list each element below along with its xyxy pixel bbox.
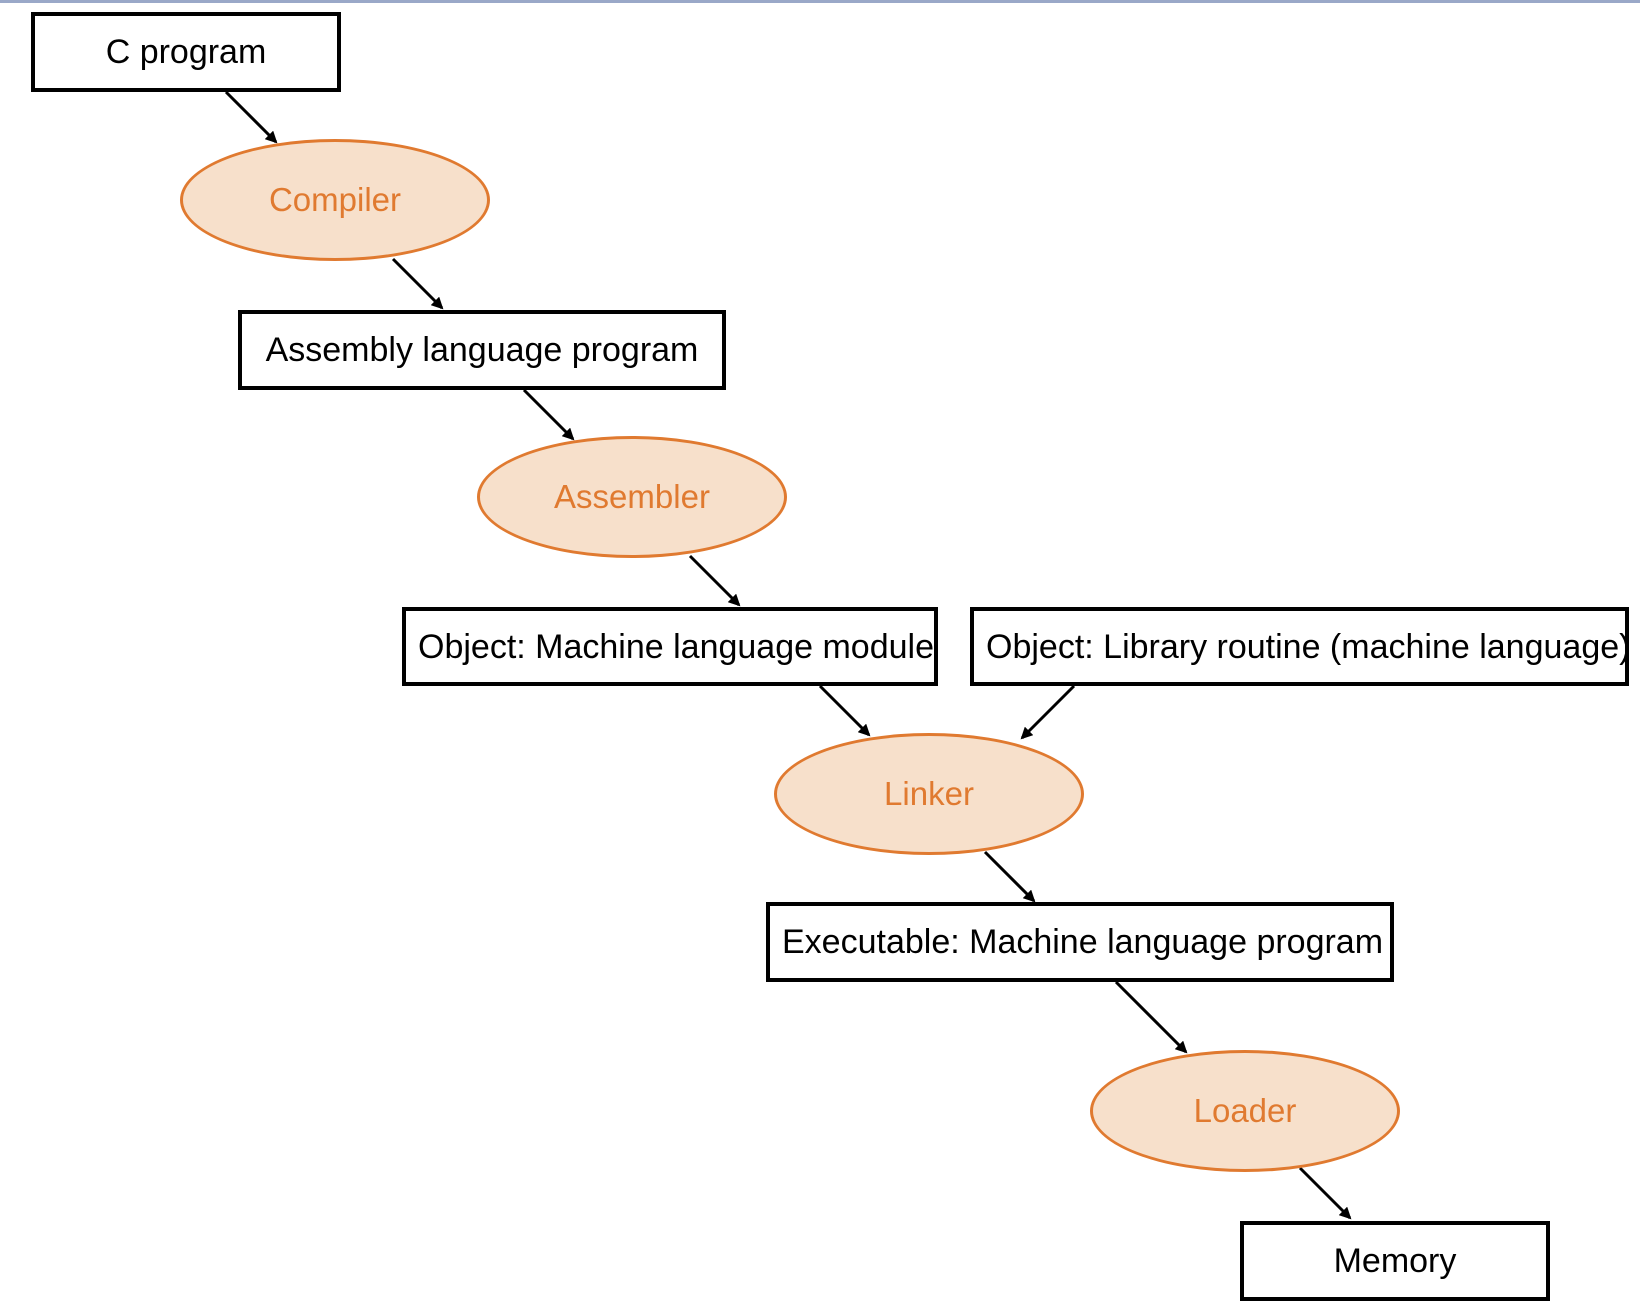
memory-label: Memory xyxy=(1333,1242,1457,1280)
arrow-assembly-to-assembler xyxy=(522,388,575,441)
arrow-library-to-linker xyxy=(1020,684,1076,740)
arrow-cprogram-to-compiler xyxy=(224,90,278,144)
memory-box: Memory xyxy=(1240,1221,1550,1301)
arrow-assembler-to-object xyxy=(688,554,741,607)
assembler-node: Assembler xyxy=(477,436,787,558)
object-module-box: Object: Machine language module xyxy=(402,607,938,686)
loader-node: Loader xyxy=(1090,1050,1400,1172)
linker-label: Linker xyxy=(884,775,974,812)
library-routine-box: Object: Library routine (machine languag… xyxy=(970,607,1629,686)
assembly-program-label: Assembly language program xyxy=(265,331,699,369)
loader-label: Loader xyxy=(1193,1092,1297,1129)
linker-node: Linker xyxy=(774,733,1084,855)
c-program-box: C program xyxy=(31,12,341,92)
arrow-linker-to-executable xyxy=(983,850,1036,903)
library-routine-label: Object: Library routine (machine languag… xyxy=(986,627,1629,666)
compiler-node: Compiler xyxy=(180,139,490,261)
executable-box: Executable: Machine language program xyxy=(766,902,1394,982)
arrow-compiler-to-assembly xyxy=(391,257,444,310)
compiler-label: Compiler xyxy=(268,181,402,218)
arrow-loader-to-memory xyxy=(1298,1166,1352,1220)
top-border-line xyxy=(0,0,1640,3)
c-program-label: C program xyxy=(105,33,267,71)
executable-label: Executable: Machine language program xyxy=(782,923,1384,961)
assembly-program-box: Assembly language program xyxy=(238,310,726,390)
arrow-object-to-linker xyxy=(818,684,871,737)
assembler-label: Assembler xyxy=(554,478,710,515)
arrow-executable-to-loader xyxy=(1114,980,1188,1054)
object-module-label: Object: Machine language module xyxy=(418,627,934,666)
